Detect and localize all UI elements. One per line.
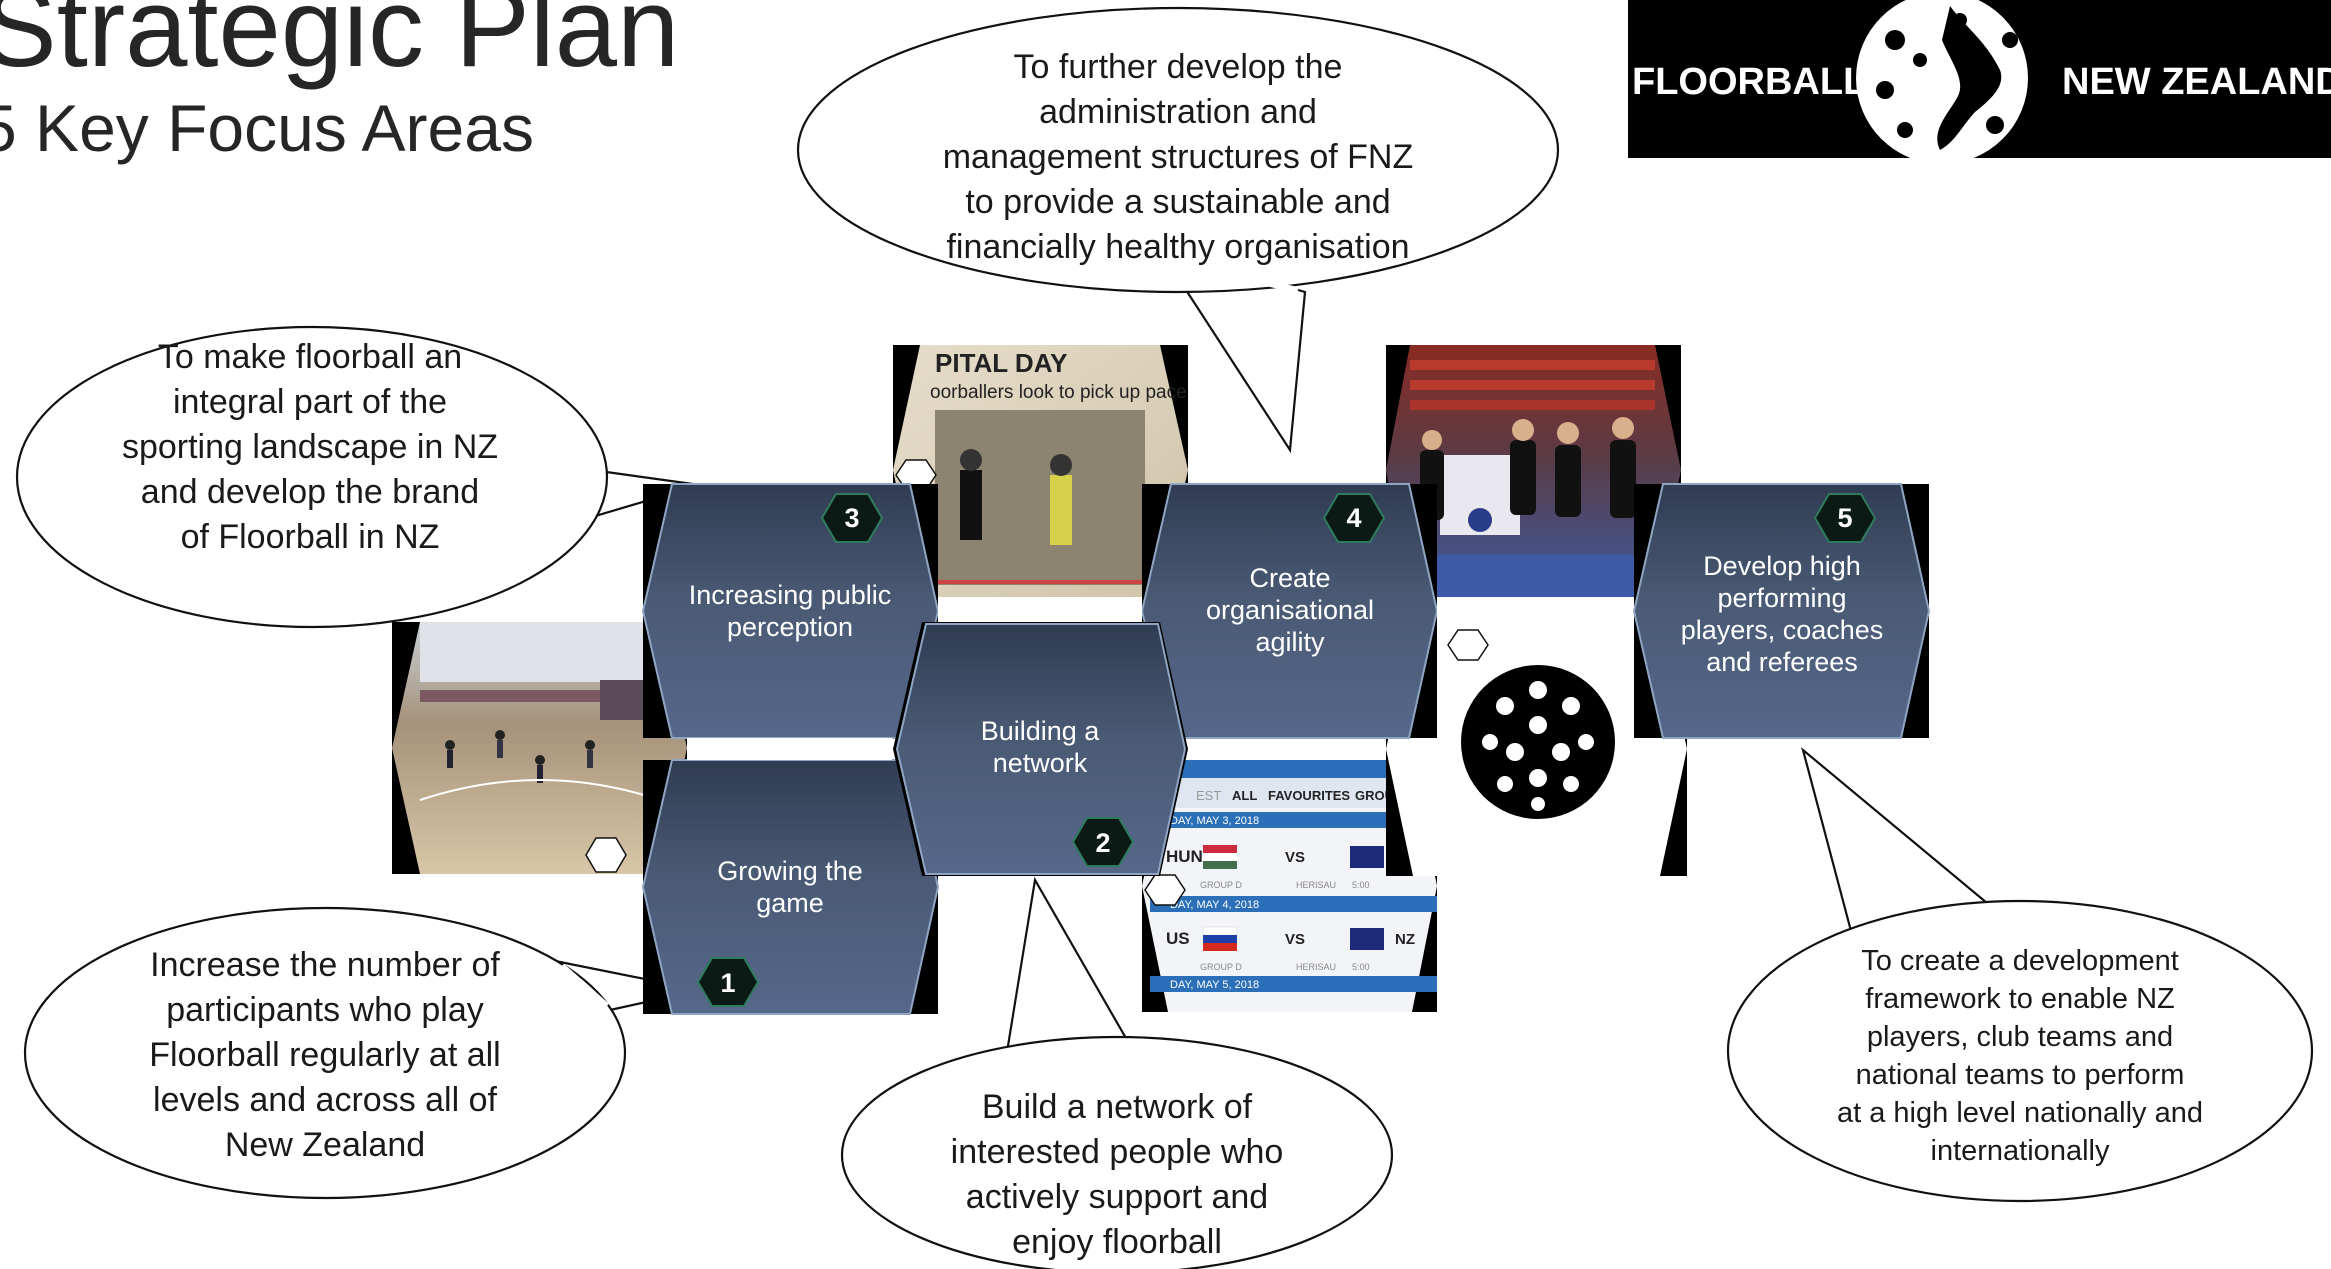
bubble-1-line: participants who play — [166, 991, 484, 1029]
bubble-2-line: actively support and — [966, 1178, 1268, 1216]
focus-area-4-label: organisational — [1206, 595, 1374, 625]
focus-area-4-label: Create — [1249, 563, 1330, 593]
bubble-area-5: To create a development framework to ena… — [1726, 746, 2314, 1203]
bubble-1-line: Increase the number of — [150, 946, 500, 984]
bubble-3-line: To make floorball an — [158, 338, 462, 376]
app-day: DAY, MAY 5, 2018 — [1170, 979, 1259, 991]
app-tab: EST — [1196, 788, 1221, 803]
app-team: US — [1166, 929, 1190, 948]
bubble-5-line: framework to enable NZ — [1865, 983, 2174, 1015]
bubble-2-line: Build a network of — [982, 1088, 1253, 1126]
badge-number: 5 — [1837, 503, 1852, 533]
separator-bar — [938, 598, 1142, 620]
bubble-5-line: players, club teams and — [1867, 1021, 2173, 1053]
separator-bar — [1437, 598, 1633, 620]
photo-newspaper: PITAL DAY oorballers look to pick up pac… — [893, 345, 1188, 597]
app-day: DAY, MAY 3, 2018 — [1170, 815, 1259, 827]
separator-bar — [687, 738, 892, 760]
bubble-3-line: sporting landscape in NZ — [122, 428, 498, 466]
bubble-4-line: To further develop the — [1014, 48, 1343, 86]
focus-area-5-label: and referees — [1706, 647, 1858, 677]
focus-area-4-label: agility — [1255, 627, 1325, 657]
photo-sports-hall — [392, 622, 687, 874]
focus-area-2: Building a network 2 — [893, 622, 1188, 876]
app-tab: FAVOURITES — [1268, 788, 1350, 803]
page-subtitle: 5 Key Focus Areas — [0, 91, 534, 165]
app-group: GROUP D — [1200, 962, 1242, 972]
floorball-ball-icon — [1461, 665, 1615, 819]
bubble-3-line: and develop the brand — [141, 473, 479, 511]
fnz-logo: FLOORBALL NEW ZEALAND — [1628, 0, 2331, 164]
badge-1: 1 — [696, 957, 760, 1007]
app-venue: HERISAU — [1296, 880, 1336, 890]
bubble-5-line: at a high level nationally and — [1837, 1097, 2203, 1129]
app-vs: VS — [1285, 931, 1305, 948]
focus-area-4: Create organisational agility 4 — [1140, 483, 1439, 739]
app-team: HUN — [1166, 847, 1203, 866]
logo-text-left: FLOORBALL — [1632, 61, 1866, 103]
app-time: 5:00 — [1352, 880, 1370, 890]
logo-text-right: NEW ZEALAND — [2062, 61, 2331, 103]
page-title: Strategic Plan — [0, 0, 679, 90]
bubble-area-3: To make floorball an integral part of th… — [15, 325, 701, 629]
newspaper-subhead: oorballers look to pick up pace — [930, 382, 1187, 403]
badge-5: 5 — [1813, 493, 1877, 543]
app-venue: HERISAU — [1296, 962, 1336, 972]
badge-number: 3 — [844, 503, 859, 533]
badge-4: 4 — [1322, 493, 1386, 543]
focus-area-2-label: network — [993, 748, 1088, 778]
badge-number: 2 — [1095, 828, 1110, 858]
focus-area-3-label: Increasing public — [689, 580, 892, 610]
bubble-1-line: Floorball regularly at all — [149, 1036, 501, 1074]
bubble-4-line: administration and — [1039, 93, 1317, 131]
bubble-4-line: financially healthy organisation — [946, 228, 1409, 266]
bubble-2-line: enjoy floorball — [1012, 1223, 1222, 1261]
focus-area-1-label: Growing the — [717, 856, 863, 886]
app-group: GROUP D — [1200, 880, 1242, 890]
bubble-area-2: Build a network of interested people who… — [840, 876, 1394, 1269]
bubble-1-line: New Zealand — [225, 1126, 425, 1164]
focus-area-2-label: Building a — [981, 716, 1101, 746]
badge-2: 2 — [1071, 817, 1135, 867]
bubble-5-line: national teams to perform — [1856, 1059, 2185, 1091]
badge-number: 4 — [1346, 503, 1361, 533]
bubble-5-line: internationally — [1931, 1135, 2110, 1167]
app-day: DAY, MAY 4, 2018 — [1170, 899, 1259, 911]
focus-area-3-label: perception — [727, 612, 853, 642]
focus-area-5: Develop high performing players, coaches… — [1632, 483, 1931, 739]
bubble-area-1: Increase the number of participants who … — [23, 906, 701, 1200]
bubble-4-line: to provide a sustainable and — [965, 183, 1390, 221]
bubble-5-line: To create a development — [1861, 945, 2179, 977]
focus-area-1: Growing the game 1 — [641, 759, 940, 1015]
bubble-area-4: To further develop the administration an… — [796, 6, 1560, 454]
focus-area-5-label: Develop high — [1703, 551, 1861, 581]
focus-area-3: Increasing public perception 3 — [641, 483, 940, 739]
app-opponent: NZ — [1395, 931, 1415, 948]
badge-number: 1 — [720, 968, 735, 998]
bubble-3-line: integral part of the — [173, 383, 447, 421]
focus-area-1-label: game — [756, 888, 824, 918]
newspaper-headline: PITAL DAY — [935, 348, 1067, 378]
app-tab: ALL — [1232, 788, 1257, 803]
focus-area-5-label: players, coaches — [1681, 615, 1884, 645]
floorball-ball-nz-map-icon — [1856, 0, 2028, 164]
focus-area-5-label: performing — [1717, 583, 1846, 613]
bubble-2-line: interested people who — [951, 1133, 1284, 1171]
app-vs: VS — [1285, 849, 1305, 866]
bubble-1-line: levels and across all of — [153, 1081, 498, 1119]
bubble-3-line: of Floorball in NZ — [181, 518, 440, 556]
bubble-4-line: management structures of FNZ — [943, 138, 1414, 176]
badge-3: 3 — [820, 493, 884, 543]
app-time: 5:00 — [1352, 962, 1370, 972]
